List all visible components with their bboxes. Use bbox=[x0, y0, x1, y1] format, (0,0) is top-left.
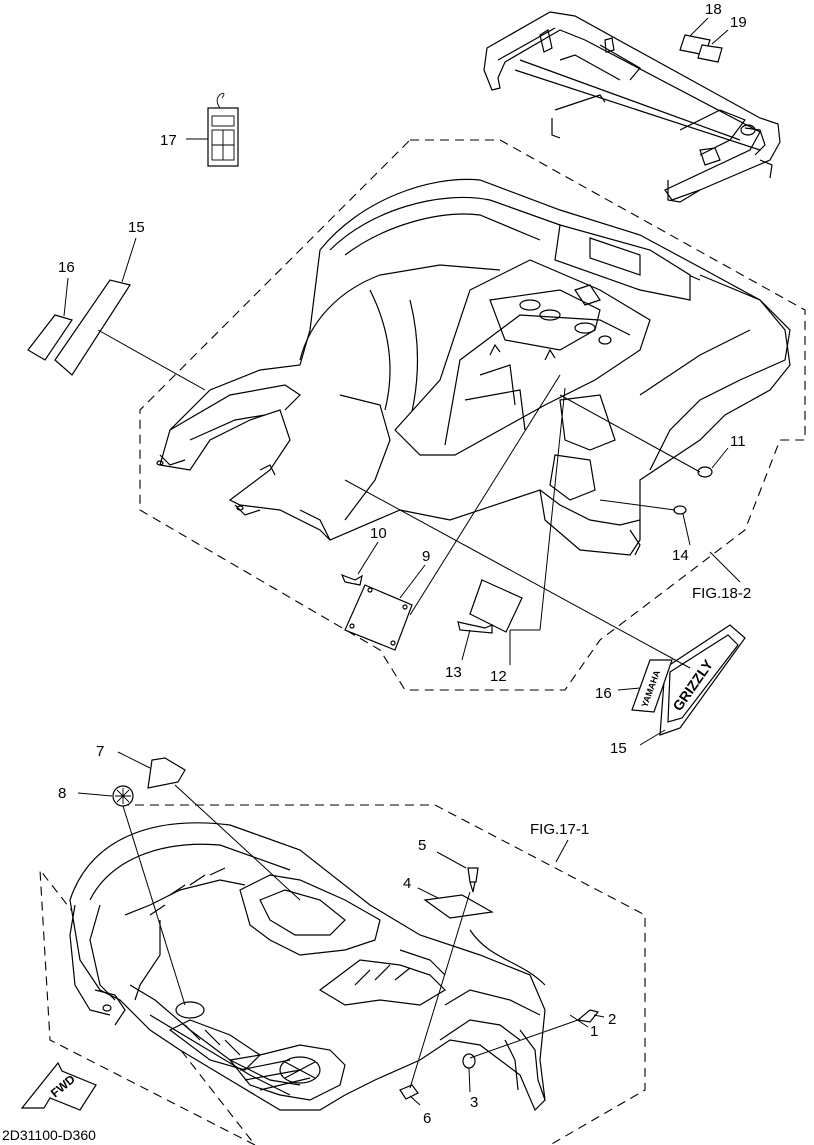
cap-8 bbox=[112, 785, 134, 807]
label-2: 2 bbox=[608, 1011, 616, 1028]
plate-9 bbox=[340, 573, 413, 651]
label-3: 3 bbox=[470, 1094, 478, 1111]
rear-carrier bbox=[483, 11, 781, 203]
fwd-arrow-icon: FWD bbox=[20, 1061, 97, 1111]
rear-fender bbox=[156, 178, 791, 556]
label-12: 12 bbox=[490, 668, 507, 685]
label-9: 9 bbox=[422, 548, 430, 565]
side-decals: YAMAHA GRIZZLY bbox=[631, 624, 746, 736]
visor-7 bbox=[147, 757, 186, 789]
label-16-top: 16 bbox=[58, 259, 75, 276]
label-19: 19 bbox=[730, 14, 747, 31]
fig-ref-front: FIG.17-1 bbox=[530, 821, 589, 838]
tag-18-19 bbox=[679, 34, 723, 63]
label-15-top: 15 bbox=[128, 219, 145, 236]
label-16-bottom: 16 bbox=[595, 685, 612, 702]
leader-lines bbox=[63, 17, 741, 1106]
bolts-11-14 bbox=[673, 466, 713, 515]
label-1: 1 bbox=[590, 1023, 598, 1040]
label-6: 6 bbox=[423, 1110, 431, 1127]
part-number-labels: 18 19 17 15 16 11 10 9 14 FIG.18-2 13 12… bbox=[58, 1, 751, 1127]
rear-fender-boundary bbox=[139, 139, 806, 691]
label-11: 11 bbox=[730, 433, 746, 450]
label-4: 4 bbox=[403, 875, 411, 892]
label-15-bottom: 15 bbox=[610, 740, 627, 757]
label-14: 14 bbox=[672, 547, 689, 564]
front-fender bbox=[69, 822, 546, 1112]
warning-tag bbox=[207, 92, 239, 167]
hardware-front bbox=[399, 867, 600, 1100]
label-7: 7 bbox=[96, 743, 104, 760]
fig-ref-rear: FIG.18-2 bbox=[692, 585, 751, 602]
label-10: 10 bbox=[370, 525, 387, 542]
label-13: 13 bbox=[445, 664, 462, 681]
label-18: 18 bbox=[705, 1, 722, 18]
plate-12 bbox=[457, 579, 523, 634]
label-5: 5 bbox=[418, 837, 426, 854]
drawing-code: 2D31100-D360 bbox=[2, 1127, 96, 1143]
rear-left-decals bbox=[27, 279, 131, 376]
label-8: 8 bbox=[58, 785, 66, 802]
label-17: 17 bbox=[160, 132, 177, 149]
